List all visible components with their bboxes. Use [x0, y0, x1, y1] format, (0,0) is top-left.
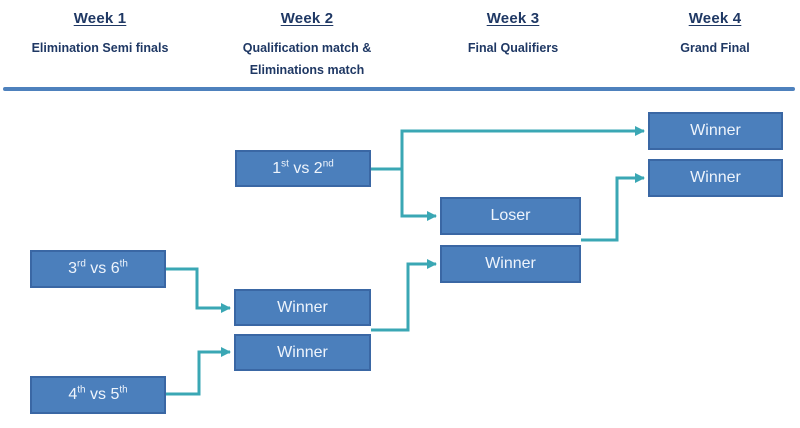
connector-qual-winner-to-grandfinal: [400, 126, 645, 169]
week2-subtitle: Qualification match & Eliminations match: [242, 41, 372, 77]
header-divider-line: [3, 87, 795, 91]
winner-label: Winner: [690, 122, 741, 139]
match-box-4th-vs-5th: 4th vs 5th: [30, 376, 170, 419]
week4-title: Week 4: [688, 10, 742, 27]
column-header-week2: Week 2 Qualification match & Elimination…: [217, 10, 397, 81]
week3-subtitle: Final Qualifiers: [467, 41, 559, 55]
connector-elim-winners-to-final-qualifier: [371, 259, 437, 332]
match-label: 1st vs 2nd: [272, 158, 334, 177]
match-box-3rd-vs-6th: 3rd vs 6th: [30, 250, 170, 293]
match-label: 3rd vs 6th: [68, 258, 128, 277]
winner-label: Winner: [277, 343, 328, 361]
match-box-1st-vs-2nd: 1st vs 2nd: [235, 150, 375, 192]
winner-label: Winner: [690, 169, 741, 186]
week4-subtitle: Grand Final: [680, 41, 750, 55]
column-header-week4: Week 4 Grand Final: [625, 10, 800, 59]
column-header-week3: Week 3 Final Qualifiers: [423, 10, 603, 59]
final-qualifier-loser-box: Loser: [440, 197, 585, 240]
week3-title: Week 3: [486, 10, 540, 27]
connector-final-qualifier-to-grandfinal: [581, 173, 645, 242]
week2-title: Week 2: [280, 10, 334, 27]
winner-label: Winner: [485, 255, 536, 272]
final-qualifier-winner-box: Winner: [440, 245, 585, 288]
elimination-winner-box-top: Winner: [234, 289, 375, 331]
week1-title: Week 1: [73, 10, 127, 27]
winner-label: Winner: [277, 298, 328, 316]
connector-qual-loser-to-week3: [400, 169, 437, 221]
connector-3v6-to-elim-winner: [166, 267, 231, 313]
loser-label: Loser: [490, 207, 531, 224]
connector-4v5-to-elim-winner: [166, 347, 231, 396]
elimination-winner-box-bottom: Winner: [234, 334, 375, 376]
column-header-week1: Week 1 Elimination Semi finals: [10, 10, 190, 59]
match-label: 4th vs 5th: [68, 384, 128, 403]
grandfinal-winner-box-bottom: Winner: [648, 159, 787, 202]
week1-subtitle: Elimination Semi finals: [31, 41, 169, 55]
grandfinal-winner-box-top: Winner: [648, 112, 787, 155]
